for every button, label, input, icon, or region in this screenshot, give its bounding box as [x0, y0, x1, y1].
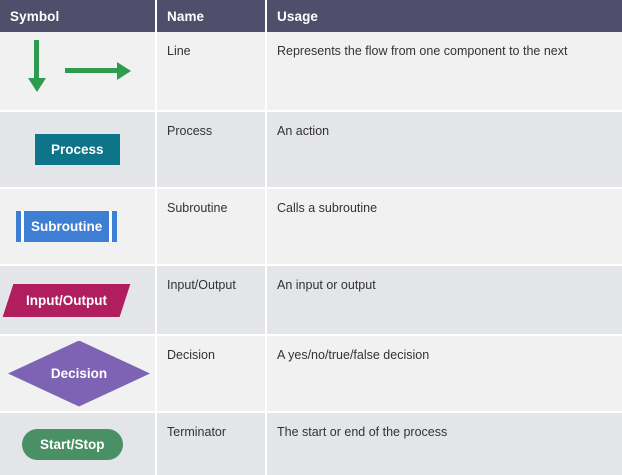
line-arrows-symbol — [0, 32, 155, 110]
subroutine-rectangle-symbol: Subroutine — [16, 211, 118, 242]
name-cell: Subroutine — [157, 189, 265, 264]
table-body: Line Represents the flow from one compon… — [0, 32, 622, 475]
name-cell: Input/Output — [157, 266, 265, 334]
column-header-name: Name — [157, 0, 265, 32]
symbol-cell-process: Process — [0, 112, 155, 187]
name-cell: Line — [157, 32, 265, 110]
name-cell: Decision — [157, 336, 265, 411]
usage-cell: Represents the flow from one component t… — [267, 32, 622, 110]
usage-cell: An input or output — [267, 266, 622, 334]
terminator-pill-symbol: Start/Stop — [22, 428, 123, 460]
symbol-cell-line — [0, 32, 155, 110]
name-cell: Terminator — [157, 413, 265, 475]
table-row: Decision Decision A yes/no/true/false de… — [0, 336, 622, 411]
column-header-usage: Usage — [267, 0, 622, 32]
table-row: Process Process An action — [0, 112, 622, 187]
table-row: Subroutine Subroutine Calls a subroutine — [0, 189, 622, 264]
usage-cell: An action — [267, 112, 622, 187]
table-row: Line Represents the flow from one compon… — [0, 32, 622, 110]
table-row: Input/Output Input/Output An input or ou… — [0, 266, 622, 334]
decision-diamond-symbol: Decision — [8, 340, 150, 407]
input-output-label: Input/Output — [26, 292, 107, 308]
name-cell: Process — [157, 112, 265, 187]
input-output-parallelogram-symbol: Input/Output — [2, 283, 131, 317]
arrow-right-icon — [65, 61, 131, 80]
table-row: Start/Stop Terminator The start or end o… — [0, 413, 622, 475]
usage-cell: A yes/no/true/false decision — [267, 336, 622, 411]
arrow-down-icon — [27, 40, 46, 92]
usage-cell: Calls a subroutine — [267, 189, 622, 264]
usage-cell: The start or end of the process — [267, 413, 622, 475]
symbol-cell-decision: Decision — [0, 336, 155, 411]
table-header-row: Symbol Name Usage — [0, 0, 622, 32]
column-header-symbol: Symbol — [0, 0, 155, 32]
symbol-cell-input-output: Input/Output — [0, 266, 155, 334]
process-rectangle-symbol: Process — [35, 134, 120, 165]
symbol-cell-subroutine: Subroutine — [0, 189, 155, 264]
symbol-cell-terminator: Start/Stop — [0, 413, 155, 475]
